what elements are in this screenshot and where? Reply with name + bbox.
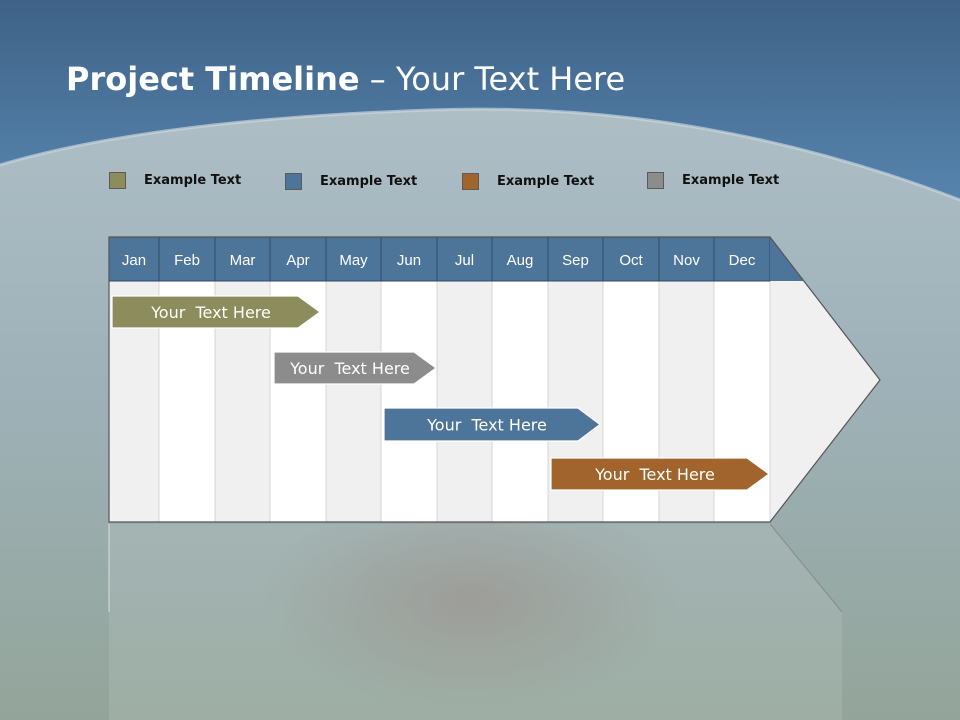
- month-header-cell: [491, 236, 549, 282]
- month-column: [436, 280, 493, 523]
- month-label: Sep: [562, 252, 589, 269]
- title-bold: Project Timeline: [66, 60, 360, 98]
- month-label: May: [339, 252, 368, 269]
- month-label: Nov: [673, 252, 700, 269]
- month-label: Jan: [122, 252, 146, 269]
- month-label: Apr: [286, 252, 309, 269]
- reflection-edge: [769, 523, 843, 613]
- month-header-cell: [547, 236, 604, 282]
- task-label: Your Text Here: [426, 416, 547, 435]
- legend-swatch: [109, 171, 126, 189]
- task-bar: [273, 351, 438, 385]
- timeline-reflection: [109, 524, 842, 720]
- legend-label: Example Text: [320, 173, 418, 189]
- month-label: Aug: [507, 252, 534, 269]
- task-label: Your Text Here: [289, 359, 410, 378]
- legend-item: Example Text: [647, 170, 779, 190]
- legend-swatch: [462, 172, 479, 190]
- month-header-cell: [602, 236, 660, 282]
- month-column: [380, 280, 438, 523]
- month-header-cell: [108, 236, 160, 282]
- legend-item: Example Text: [462, 171, 594, 191]
- month-label: Dec: [729, 252, 756, 269]
- legend-label: Example Text: [682, 172, 780, 188]
- task-bar: [111, 295, 322, 329]
- month-header-cell: [325, 236, 382, 282]
- legend-label: Example Text: [144, 172, 242, 188]
- month-label: Jul: [455, 252, 474, 269]
- month-label: Feb: [174, 252, 200, 269]
- month-header-cell: [269, 236, 327, 282]
- legend-swatch: [647, 171, 664, 189]
- month-label: Jun: [397, 252, 421, 269]
- month-header-cell: [436, 236, 493, 282]
- month-header-cell: [214, 236, 271, 282]
- month-column: [325, 280, 382, 523]
- legend-item: Example Text: [285, 171, 417, 191]
- legend-item: Example Text: [109, 170, 241, 190]
- task-bar: [550, 457, 771, 491]
- title-rest: – Your Text Here: [359, 60, 626, 98]
- month-column: [491, 280, 549, 523]
- task-label: Your Text Here: [150, 303, 271, 322]
- month-label: Oct: [619, 252, 643, 269]
- month-header: Jan Feb Mar Apr May Jun Jul Aug Sep Oct Nov Dec: [108, 236, 804, 282]
- month-header-cell: [380, 236, 438, 282]
- legend-swatch: [285, 172, 302, 190]
- page-title: Project Timeline – Your Text Here: [66, 60, 625, 98]
- timeline-arrow-outline: [108, 236, 881, 523]
- task-bar: [383, 407, 601, 442]
- legend-label: Example Text: [497, 173, 595, 189]
- task-label: Your Text Here: [594, 465, 715, 484]
- month-label: Mar: [230, 252, 256, 269]
